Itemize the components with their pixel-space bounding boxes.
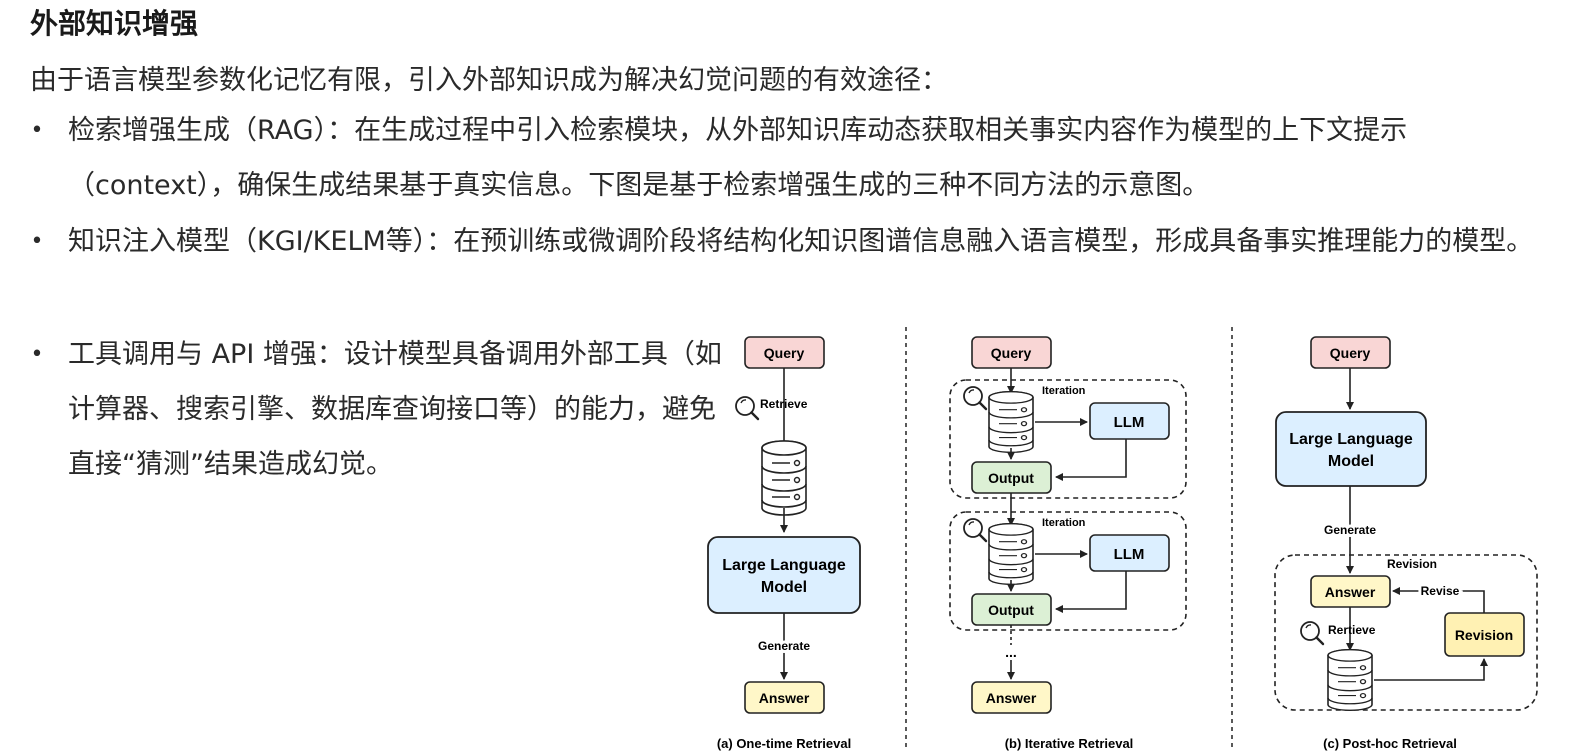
llm-label-line2: Model — [761, 579, 807, 596]
revise-label-halo: Revise — [1421, 584, 1460, 598]
llm-label-line1: Large Language — [722, 557, 846, 574]
bullet-marker: • — [30, 118, 44, 143]
llm-box — [1089, 402, 1170, 440]
panel-c-post-hoc-retrieval: Query Large Language Model Generate Gene… — [1274, 336, 1538, 751]
magnifier-icon — [962, 385, 988, 411]
bullet-marker: • — [30, 229, 44, 254]
retrieve-label: Rertieve — [1328, 623, 1376, 637]
answer-label: Answer — [986, 690, 1037, 706]
iteration-container — [949, 511, 1187, 631]
answer-box — [744, 681, 825, 714]
revision-box-label: Revision — [1455, 627, 1513, 643]
llm-label-line1: Large Language — [1289, 431, 1413, 448]
revision-container — [1274, 554, 1538, 711]
query-label: Query — [1330, 345, 1371, 361]
caption-a: (a) One-time Retrieval — [717, 736, 851, 751]
output-label: Output — [988, 470, 1034, 486]
llm-label: LLM — [1114, 546, 1145, 563]
iteration-label: Iteration — [1042, 517, 1086, 529]
query-label: Query — [991, 345, 1032, 361]
retrieve-label: Retrieve — [760, 397, 808, 411]
iteration-container — [949, 379, 1187, 499]
database-icon — [1327, 648, 1373, 712]
revise-label: Revise — [1421, 584, 1460, 598]
caption-c: (c) Post-hoc Retrieval — [1323, 736, 1457, 751]
llm-label: LLM — [1114, 414, 1145, 431]
database-icon — [988, 522, 1034, 586]
panel-a-one-time-retrieval: Query Retrieve Large Language Model Gene… — [707, 336, 861, 751]
answer-label: Answer — [1325, 584, 1376, 600]
intro-paragraph: 由于语言模型参数化记忆有限，引入外部知识成为解决幻觉问题的有效途径： — [30, 65, 948, 96]
revision-container-label: Revision — [1387, 557, 1437, 571]
llm-box — [1089, 534, 1170, 572]
llm-box — [707, 536, 861, 614]
llm-box — [1275, 411, 1427, 487]
database-icon — [761, 440, 807, 516]
query-label: Query — [764, 345, 805, 361]
generate-label: Generate — [1324, 523, 1376, 537]
bullet-text: 工具调用与 API 增强：设计模型具备调用外部工具（如计算器、搜索引擎、数据库查… — [68, 339, 722, 480]
caption-b: (b) Iterative Retrieval — [1005, 736, 1134, 751]
panel-b-iterative-retrieval: Query Iteration LLM Output Iteration LLM… — [949, 336, 1187, 751]
bullet-marker: • — [30, 342, 44, 367]
bullet-text: 知识注入模型（KGI/KELM等）：在预训练或微调阶段将结构化知识图谱信息融入语… — [68, 226, 1534, 257]
output-label: Output — [988, 602, 1034, 618]
magnifier-icon — [962, 517, 988, 543]
magnifier-icon — [734, 395, 760, 421]
answer-label: Answer — [759, 690, 810, 706]
ellipsis: ... — [1005, 644, 1017, 660]
generate-label-halo: Generate — [1324, 523, 1376, 537]
llm-label-line2: Model — [1328, 453, 1374, 470]
magnifier-icon — [1299, 620, 1325, 646]
database-icon — [988, 390, 1034, 454]
generate-label: Generate — [758, 639, 810, 653]
section-title: 外部知识增强 — [30, 7, 199, 40]
bullet-text: 检索增强生成（RAG）：在生成过程中引入检索模块，从外部知识库动态获取相关事实内… — [68, 115, 1408, 201]
generate-label-halo: Generate — [758, 639, 810, 653]
answer-box — [971, 681, 1052, 714]
iteration-label: Iteration — [1042, 385, 1086, 397]
